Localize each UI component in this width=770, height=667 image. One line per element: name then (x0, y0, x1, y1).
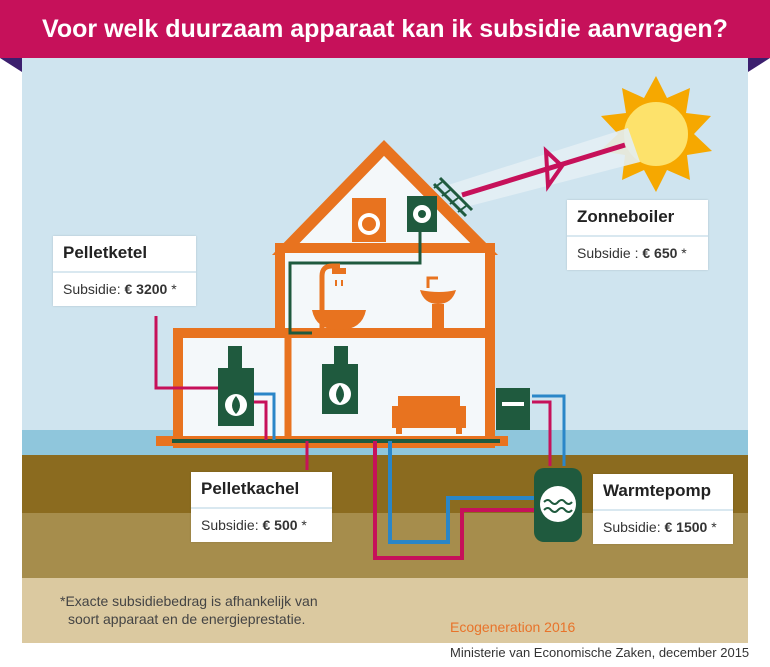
subsidy-prefix: Subsidie : (577, 245, 643, 261)
subsidy-amount: € 500 (262, 517, 298, 533)
subsidy-prefix: Subsidie: (63, 281, 125, 297)
footnote: *Exacte subsidiebedrag is afhankelijk va… (60, 592, 360, 628)
source-credit: Ecogeneration 2016 (450, 619, 576, 635)
zonneboiler-subsidy: Subsidie : € 650 * (567, 237, 708, 270)
subsidy-suffix: * (707, 519, 717, 535)
subsidy-amount: € 3200 (124, 281, 168, 297)
subsidy-suffix: * (167, 281, 177, 297)
subsidy-prefix: Subsidie: (201, 517, 263, 533)
shower-icon (312, 263, 366, 330)
warmtepomp-subsidy: Subsidie: € 1500 * (593, 511, 733, 544)
pelletketel-card: Pelletketel Subsidie: € 3200 * (53, 236, 196, 306)
subsidy-amount: € 1500 (664, 519, 708, 535)
warmtepomp-card: Warmtepomp Subsidie: € 1500 * (593, 474, 733, 544)
house-scene (22, 58, 748, 643)
sink-icon (420, 276, 456, 332)
warmtepomp-title: Warmtepomp (593, 474, 733, 511)
solar-controller-icon (407, 196, 437, 232)
sun-arrow-line (461, 142, 626, 198)
subsidy-suffix: * (677, 245, 687, 261)
washing-machine-icon (352, 198, 386, 242)
heat-pump-tank-icon (534, 468, 582, 542)
ground-bottom (22, 578, 748, 643)
pelletketel-title: Pelletketel (53, 236, 196, 273)
subsidy-amount: € 650 (642, 245, 678, 261)
subsidy-suffix: * (297, 517, 307, 533)
pelletkachel-stove-icon (322, 346, 358, 414)
zonneboiler-title: Zonneboiler (567, 200, 708, 237)
subsidy-prefix: Subsidie: (603, 519, 665, 535)
publisher-credit: Ministerie van Economische Zaken, decemb… (450, 645, 750, 660)
sun-arrow-head (543, 146, 565, 192)
page-title: Voor welk duurzaam apparaat kan ik subsi… (42, 14, 728, 43)
pelletkachel-subsidy: Subsidie: € 500 * (191, 509, 332, 542)
solar-collector-icon (432, 176, 474, 218)
banner-fold-left (0, 58, 22, 72)
title-banner: Voor welk duurzaam apparaat kan ik subsi… (0, 0, 770, 58)
pelletkachel-title: Pelletkachel (191, 472, 332, 509)
pelletketel-subsidy: Subsidie: € 3200 * (53, 273, 196, 306)
sofa-icon (392, 396, 466, 434)
footnote-line-1: *Exacte subsidiebedrag is afhankelijk va… (60, 593, 318, 609)
banner-fold-right (748, 58, 770, 72)
controller-icon (496, 388, 530, 430)
zonneboiler-card: Zonneboiler Subsidie : € 650 * (567, 200, 708, 270)
pelletkachel-card: Pelletkachel Subsidie: € 500 * (191, 472, 332, 542)
footnote-line-2: soort apparaat en de energieprestatie. (68, 611, 306, 627)
pelletketel-stove-icon (218, 346, 254, 426)
